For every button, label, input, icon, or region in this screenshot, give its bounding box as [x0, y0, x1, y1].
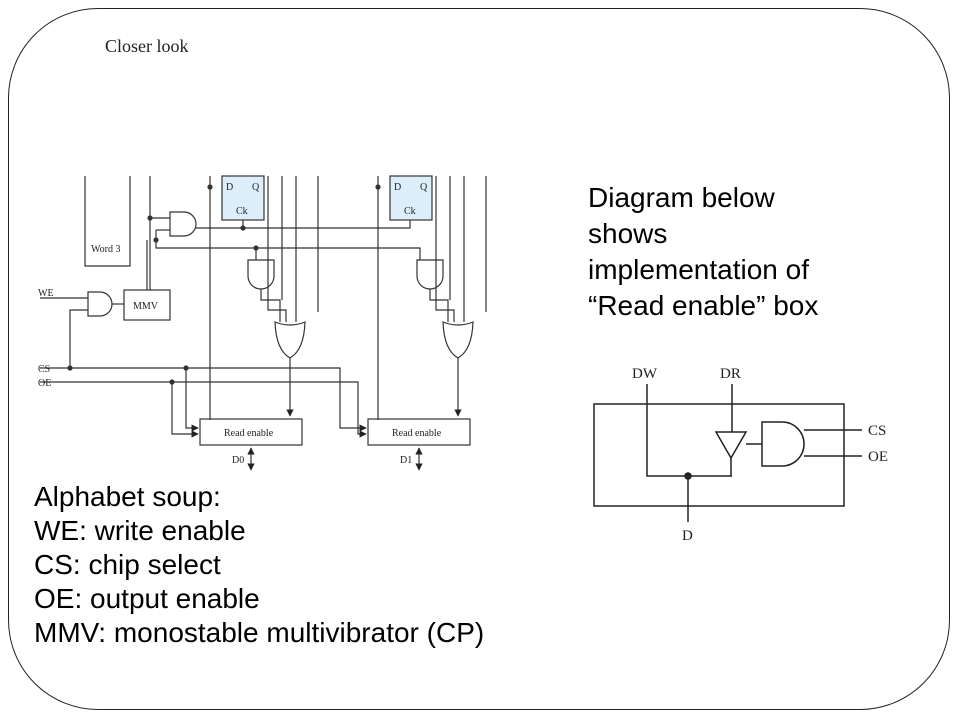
ff0-ck-label: Ck — [236, 206, 248, 217]
description-line: “Read enable” box — [588, 290, 819, 321]
ff0-d-label: D — [226, 182, 233, 193]
read-enable-box-0 — [199, 418, 303, 446]
we-label: WE — [38, 288, 54, 299]
ff0-q-label: Q — [252, 182, 260, 193]
glossary-heading: Alphabet soup: — [34, 481, 221, 512]
and-gate-read-enable — [761, 421, 805, 467]
slide-frame — [8, 8, 950, 710]
slide-title: Closer look — [105, 36, 189, 56]
read-enable-box-1 — [367, 418, 471, 446]
and-gate-we — [87, 291, 113, 317]
glossary: Alphabet soup: WE: write enable CS: chip… — [34, 480, 484, 650]
flip-flop-1 — [389, 175, 433, 221]
ff1-ck-label: Ck — [404, 206, 416, 217]
read-enable-label-0: Read enable — [224, 428, 274, 439]
dw-label: DW — [632, 366, 658, 382]
cs-input-label: CS — [868, 423, 886, 439]
description-line: shows — [588, 218, 668, 249]
read-enable-diagram — [593, 384, 862, 522]
d-output-label: D — [682, 528, 693, 544]
word-3-box — [84, 176, 131, 267]
cs-label: CS — [38, 364, 50, 375]
read-enable-outline — [593, 403, 845, 507]
glossary-item-we: WE: write enable — [34, 515, 246, 546]
ff1-d-label: D — [394, 182, 401, 193]
and-gate-top — [169, 211, 197, 237]
description-line: implementation of — [588, 254, 810, 285]
description-line: Diagram below — [588, 182, 775, 213]
dr-label: DR — [720, 366, 741, 382]
description-text: Diagram below shows implementation of “R… — [588, 180, 888, 324]
flip-flop-0 — [221, 175, 265, 221]
tristate-buffer — [714, 431, 748, 460]
oe-input-label: OE — [868, 449, 888, 465]
d0-label: D0 — [232, 455, 244, 466]
d1-label: D1 — [400, 455, 412, 466]
mmv-label: MMV — [133, 301, 159, 312]
glossary-item-oe: OE: output enable — [34, 583, 260, 614]
or-gate-1 — [442, 321, 474, 359]
or-gate-0 — [274, 321, 306, 359]
ff1-q-label: Q — [420, 182, 428, 193]
read-enable-label-1: Read enable — [392, 428, 442, 439]
memory-circuit-diagram — [40, 175, 487, 471]
glossary-item-mmv: MMV: monostable multivibrator (CP) — [34, 617, 485, 648]
and-gate-read-0 — [247, 259, 275, 290]
glossary-item-cs: CS: chip select — [34, 549, 221, 580]
word-3-label: Word 3 — [91, 244, 120, 255]
and-gate-read-1 — [416, 259, 444, 290]
oe-label: OE — [38, 378, 51, 389]
